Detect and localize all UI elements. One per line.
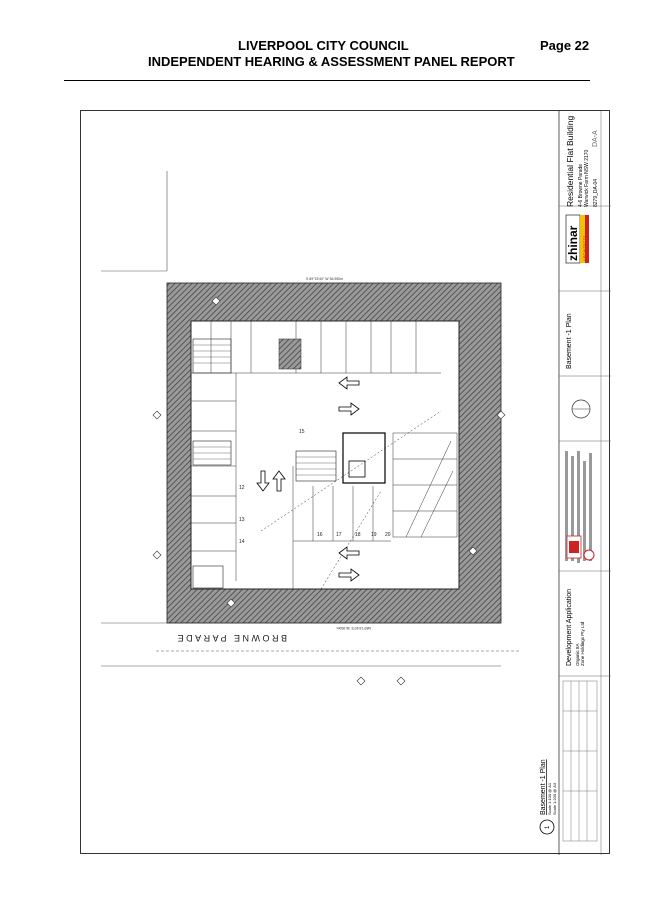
scale-line-2: Scale 1:200 @ A3 xyxy=(552,782,557,815)
dial-before-you-dig-logo xyxy=(566,535,595,561)
title-block: Residential Flat Building 4-6 Browne Par… xyxy=(558,111,611,855)
traffic-arrows xyxy=(256,376,360,582)
space-number: 16 xyxy=(317,532,323,538)
project-address-1: 4-6 Browne Parade xyxy=(578,164,584,207)
space-number: 12 xyxy=(239,485,245,491)
stair-core xyxy=(192,338,386,589)
vehicle-ramp xyxy=(392,432,458,538)
revision-table xyxy=(562,680,598,842)
architect-subtitle: ARCHITECTS xyxy=(582,235,587,261)
report-title: INDEPENDENT HEARING & ASSESSMENT PANEL R… xyxy=(148,54,515,69)
space-number: 18 xyxy=(355,532,361,538)
space-number: 15 xyxy=(299,429,305,435)
space-number: 20 xyxy=(385,532,391,538)
dimension-bottom: N89°15'40"E 36.950m xyxy=(336,626,371,630)
space-numbers: 12 13 14 15 16 17 18 19 20 xyxy=(239,429,391,545)
parking-bays xyxy=(191,321,442,590)
client-line-2: Zone Holdings Pty Ltd xyxy=(580,621,585,666)
architect-name: zhinar xyxy=(566,225,580,261)
council-name: LIVERPOOL CITY COUNCIL xyxy=(238,38,409,53)
drawing-stage: Development Application xyxy=(566,589,573,666)
header-rule xyxy=(64,80,590,81)
drawing-number: 8279_DA-04 xyxy=(593,179,599,207)
general-notes xyxy=(565,451,592,563)
basement-plan-drawing: Residential Flat Building 4-6 Browne Par… xyxy=(101,111,611,855)
scale-line-1: Scale 1:100 @ A1 xyxy=(547,782,552,815)
dimension-top: S 89°15'40" W 36.950m xyxy=(306,277,343,281)
plan-number: 1 xyxy=(545,825,551,829)
page-number: Page 22 xyxy=(540,38,590,53)
street-name: BROWNE PARADE xyxy=(175,633,287,643)
sheet-title: Basement -1 Plan xyxy=(566,313,573,369)
space-number: 14 xyxy=(239,539,245,545)
client-line-1: Organic 8A xyxy=(575,643,580,666)
plan-label: Basement -1 Plan xyxy=(540,759,547,815)
north-arrow xyxy=(571,399,591,419)
survey-markers xyxy=(152,296,506,686)
space-number: 19 xyxy=(371,532,377,538)
plan-caption: 1 Basement -1 Plan Scale 1:100 @ A1 Scal… xyxy=(539,759,557,835)
project-address-2: Warwick Farm NSW 2170 xyxy=(584,149,590,207)
space-number: 17 xyxy=(336,532,342,538)
architect-logo: zhinar ARCHITECTS xyxy=(565,214,589,264)
space-number: 13 xyxy=(239,517,245,523)
architectural-drawing-sheet: Residential Flat Building 4-6 Browne Par… xyxy=(80,110,611,855)
revision-code: DA-A xyxy=(592,130,599,147)
project-title: Residential Flat Building xyxy=(565,116,575,207)
dimension-labels: S 89°15'40" W 36.950m N89°15'40"E 36.950… xyxy=(306,277,371,630)
